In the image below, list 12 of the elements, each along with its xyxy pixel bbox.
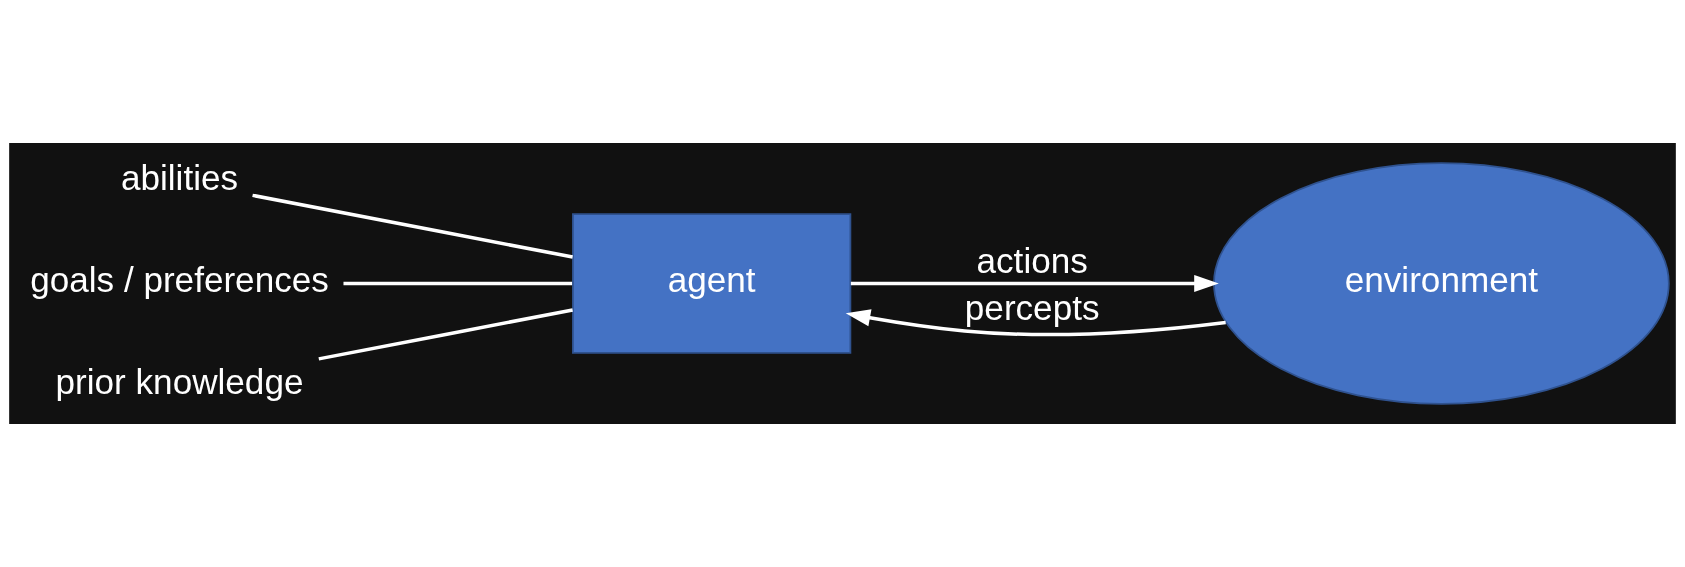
edge-label: actions [976,240,1088,280]
node-text: prior knowledge [55,362,304,402]
connector [318,308,573,361]
node-text: goals / preferences [30,260,329,300]
arrow [850,274,1219,293]
edge-label: percepts [964,288,1100,328]
node-ellipse: environment [1213,162,1670,405]
node-box: agent [572,213,852,354]
node-text: abilities [120,158,239,198]
connector [252,193,573,259]
arrow [845,309,1226,337]
connector [343,281,573,286]
